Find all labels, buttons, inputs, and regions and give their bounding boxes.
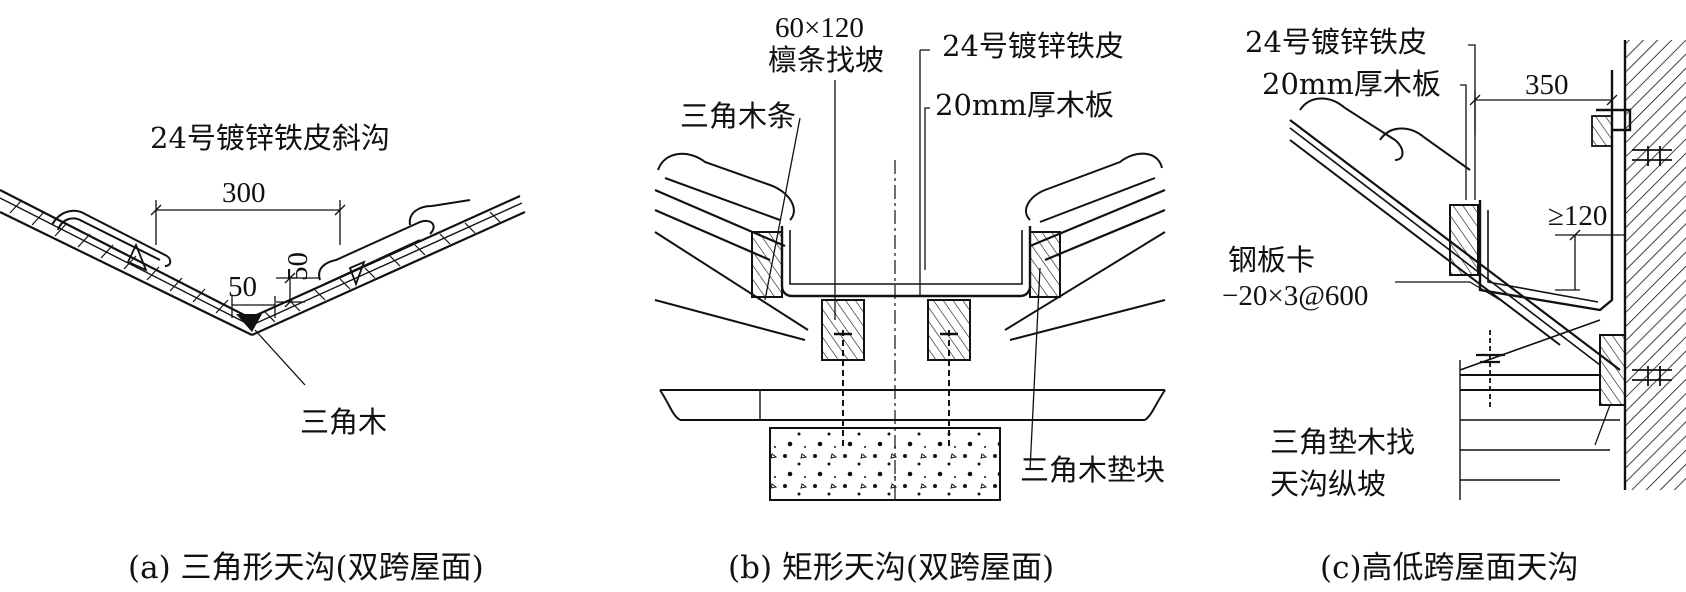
panel-c-high-low-span-gutter: 24号镀锌铁皮 20mm厚木板 350 ≥120 钢板卡 −20×3@600 三… (1222, 25, 1686, 586)
triangle-wood-label: 三角木 (300, 405, 387, 439)
caption-c: (c)高低跨屋面天沟 (1320, 550, 1579, 586)
flashing-block (1591, 115, 1613, 147)
triangle-pad-label: 三角木垫块 (1020, 453, 1165, 487)
lower-pad (1599, 334, 1626, 406)
wood-board-label: 20mm厚木板 (935, 88, 1114, 122)
panel-b-rectangular-gutter: 60×120 檩条找坡 24号镀锌铁皮 20mm厚木板 三角木条 三角木垫块 (… (654, 12, 1166, 586)
pad-slope-label-2: 天沟纵坡 (1270, 467, 1386, 501)
c-galvanized-sheet-label: 24号镀锌铁皮 (1245, 25, 1427, 59)
wall-hatch (1625, 40, 1686, 490)
width-dimension: 300 (222, 177, 266, 209)
left-slab-hatch (9, 199, 229, 314)
pad-slope-label-1: 三角垫木找 (1270, 425, 1415, 459)
concrete-column (769, 427, 1001, 501)
galvanized-sheet-label: 24号镀锌铁皮 (942, 29, 1124, 63)
right-side-block (1029, 231, 1061, 298)
caption-a: (a) 三角形天沟(双跨屋面) (128, 550, 484, 586)
gutter-sheet-label: 24号镀锌铁皮斜沟 (150, 121, 390, 155)
height-dimension: 50 (282, 252, 314, 281)
c-width-dimension: 350 (1525, 69, 1569, 101)
triangle-wood-fillet (236, 314, 262, 332)
gutter-board (1449, 204, 1479, 276)
caption-b: (b) 矩形天沟(双跨屋面) (728, 550, 1054, 586)
c-wood-board-label: 20mm厚木板 (1262, 67, 1441, 101)
purlin-slope-label: 檩条找坡 (768, 43, 884, 77)
clip-label: 钢板卡 (1228, 243, 1315, 277)
small-dimension: 50 (228, 271, 257, 303)
c-height-dimension: ≥120 (1548, 200, 1607, 232)
panel-a-triangular-gutter: 24号镀锌铁皮斜沟 300 50 50 三角木 (a) 三角形天沟(双跨屋面) (0, 121, 526, 586)
clip-spec-label: −20×3@600 (1222, 280, 1368, 312)
right-slab-hatch (264, 211, 501, 323)
triangle-strip-label: 三角木条 (680, 99, 796, 133)
purlin-size-label: 60×120 (775, 12, 864, 44)
